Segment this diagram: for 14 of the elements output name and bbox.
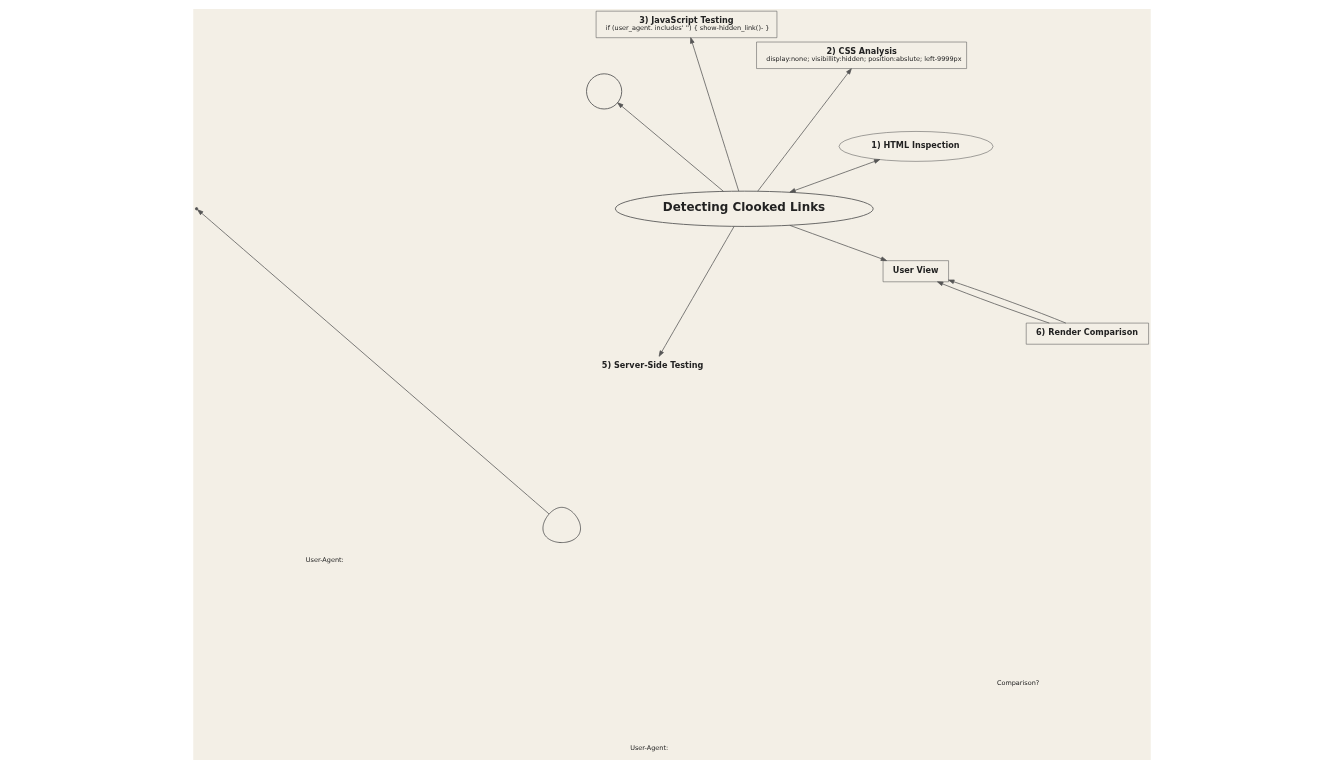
node-ellipse: Detecting Clooked Links xyxy=(614,190,874,227)
node-box: User View xyxy=(882,259,949,282)
arrow xyxy=(789,224,887,261)
node-box: 6) Render Comparison xyxy=(1025,322,1149,344)
arrow xyxy=(658,225,735,357)
arrow xyxy=(197,208,550,514)
arrow xyxy=(948,279,1067,323)
arrow xyxy=(757,67,852,192)
arrow xyxy=(789,158,881,193)
arrow xyxy=(937,280,1050,323)
node-person xyxy=(542,506,581,543)
arrow xyxy=(617,101,724,192)
node-text: 5) Server-Side Testing xyxy=(601,359,704,370)
arrow xyxy=(690,36,740,191)
